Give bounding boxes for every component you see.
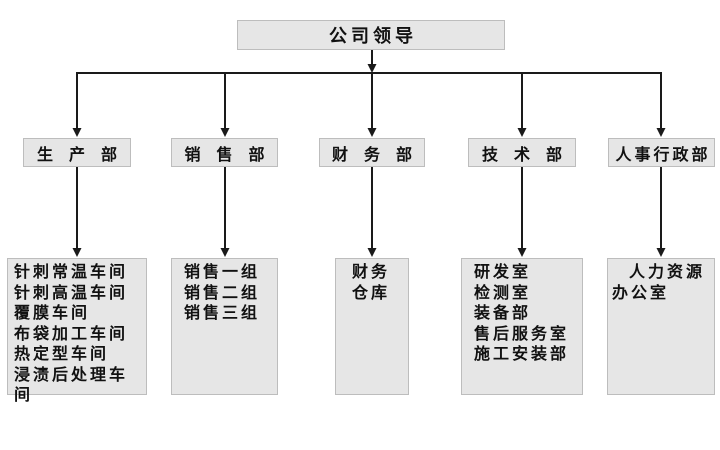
org-box-label: 公司领导 [329, 26, 417, 47]
dept-box-finance: 财务部 [319, 138, 425, 167]
arrow-down-icon [367, 128, 377, 137]
arrow-down-icon [367, 64, 377, 73]
arrow-down-icon [72, 128, 82, 137]
unit-list-finance: 财务 仓库 [335, 258, 409, 395]
dept-label: 销售部 [184, 144, 281, 164]
unit-list-hr-admin: 人力资源 办公室 [607, 258, 715, 395]
dept-box-production: 生产部 [23, 138, 131, 167]
arrow-down-icon [367, 248, 377, 257]
dept-label: 生产部 [36, 144, 133, 164]
arrow-down-icon [656, 128, 666, 137]
dept-box-technology: 技术部 [468, 138, 576, 167]
org-box-company-leadership: 公司领导 [237, 20, 505, 50]
dept-label: 财务部 [331, 144, 428, 164]
unit-list-technology: 研发室 检测室 装备部 售后服务室 施工安装部 [461, 258, 583, 395]
arrow-down-icon [656, 248, 666, 257]
arrow-down-icon [220, 128, 230, 137]
arrow-down-icon [72, 248, 82, 257]
unit-list-production: 针刺常温车间 针刺高温车间 覆膜车间 布袋加工车间 热定型车间 浸渍后处理车间 [7, 258, 147, 404]
arrow-down-icon [517, 248, 527, 257]
arrow-down-icon [517, 128, 527, 137]
dept-box-sales: 销售部 [171, 138, 278, 167]
arrow-down-icon [220, 248, 230, 257]
unit-list-sales: 销售一组 销售二组 销售三组 [171, 258, 278, 395]
dept-box-hr-admin: 人事行政部 [608, 138, 715, 167]
dept-label: 人事行政部 [615, 144, 711, 164]
dept-label: 技术部 [481, 144, 578, 164]
